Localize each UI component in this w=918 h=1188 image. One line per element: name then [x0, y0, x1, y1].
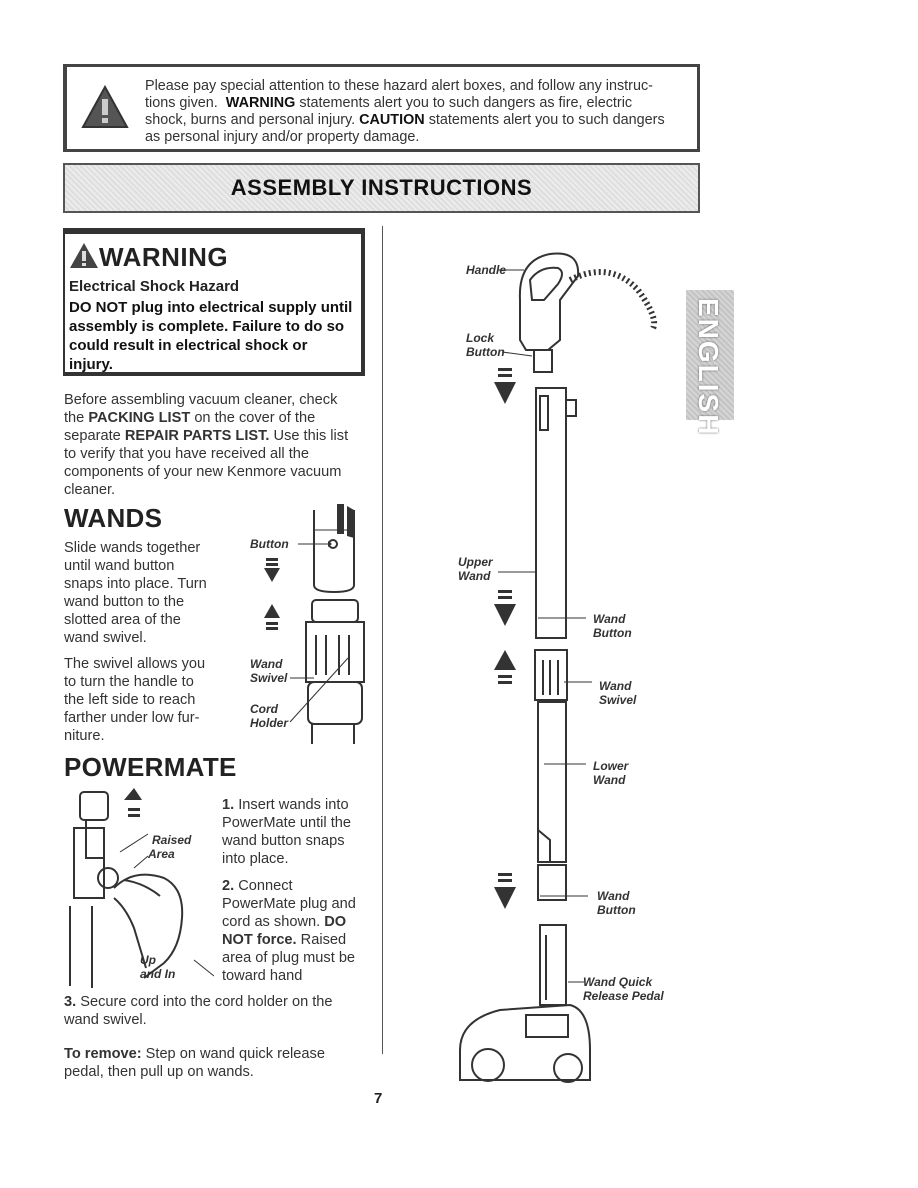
up-arrow-icon — [264, 604, 280, 618]
remove-instructions: To remove: Step on wand quick release pe… — [64, 1046, 325, 1080]
label-up-and-in: Up and In — [140, 953, 176, 981]
warning-triangle-icon — [70, 243, 98, 268]
down-arrow-icon — [494, 887, 516, 909]
powermate-step-3: 3. Secure cord into the cord holder on t… — [64, 994, 333, 1028]
up-arrow-icon — [124, 788, 142, 800]
powermate-plug-illustration — [69, 788, 214, 988]
down-arrow-icon — [494, 604, 516, 626]
label-lower-wand: Lower Wand — [593, 759, 629, 787]
alert-line: as personal injury and/or property damag… — [145, 129, 420, 145]
alert-line: shock, burns and personal injury. CAUTIO… — [145, 112, 665, 128]
label-cord-holder: Cord Holder — [250, 702, 289, 730]
label-wand-swivel: Wand Swivel — [250, 657, 288, 685]
intro-paragraph: Before assembling vacuum cleaner, check … — [64, 392, 349, 498]
label-button: Button — [250, 537, 289, 551]
up-arrow-icon — [494, 650, 516, 670]
warning-box: WARNING Electrical Shock Hazard DO NOT p… — [63, 228, 365, 376]
wand-swivel-illustration — [264, 504, 365, 744]
assembly-title: ASSEMBLY INSTRUCTIONS — [230, 175, 533, 200]
alert-line: Please pay special attention to these ha… — [145, 78, 653, 94]
english-side-tab: ENGLISH — [686, 290, 734, 436]
label-wand-button: Wand Button — [593, 612, 632, 640]
wands-heading: WANDS — [64, 503, 163, 533]
down-arrow-icon — [494, 382, 516, 404]
label-wand-button-2: Wand Button — [597, 889, 636, 917]
label-raised-area: Raised Area — [148, 833, 192, 861]
hazard-alert-text: Please pay special attention to these ha… — [145, 78, 695, 146]
powermate-step-1: 1. Insert wands into PowerMate until the… — [222, 797, 351, 867]
label-upper-wand: Upper Wand — [458, 555, 493, 583]
assembly-banner: ASSEMBLY INSTRUCTIONS — [63, 163, 700, 213]
hazard-alert-box: Please pay special attention to these ha… — [63, 64, 700, 152]
vacuum-assembly-diagram — [459, 252, 658, 1083]
label-lock-button: Lock Button — [466, 331, 505, 359]
hazard-triangle-icon — [81, 85, 129, 128]
column-divider — [382, 226, 383, 1054]
alert-line: tions given. WARNING statements alert yo… — [145, 95, 633, 111]
wands-paragraph-1: Slide wands together until wand button s… — [64, 540, 207, 646]
warning-body: DO NOT plug into electrical supply until… — [69, 299, 353, 373]
label-handle: Handle — [466, 263, 507, 277]
wands-paragraph-2: The swivel allows you to turn the handle… — [64, 656, 206, 744]
down-arrow-icon — [264, 568, 280, 582]
powermate-step-2: 2. Connect PowerMate plug and cord as sh… — [222, 878, 356, 984]
warning-subheading: Electrical Shock Hazard — [69, 278, 240, 295]
page-number: 7 — [374, 1090, 383, 1107]
label-wand-swivel-diagram: Wand Swivel — [599, 679, 637, 707]
powermate-heading: POWERMATE — [64, 752, 237, 782]
label-wand-quick-release-pedal: Wand Quick Release Pedal — [583, 975, 664, 1003]
warning-heading: WARNING — [69, 242, 228, 273]
